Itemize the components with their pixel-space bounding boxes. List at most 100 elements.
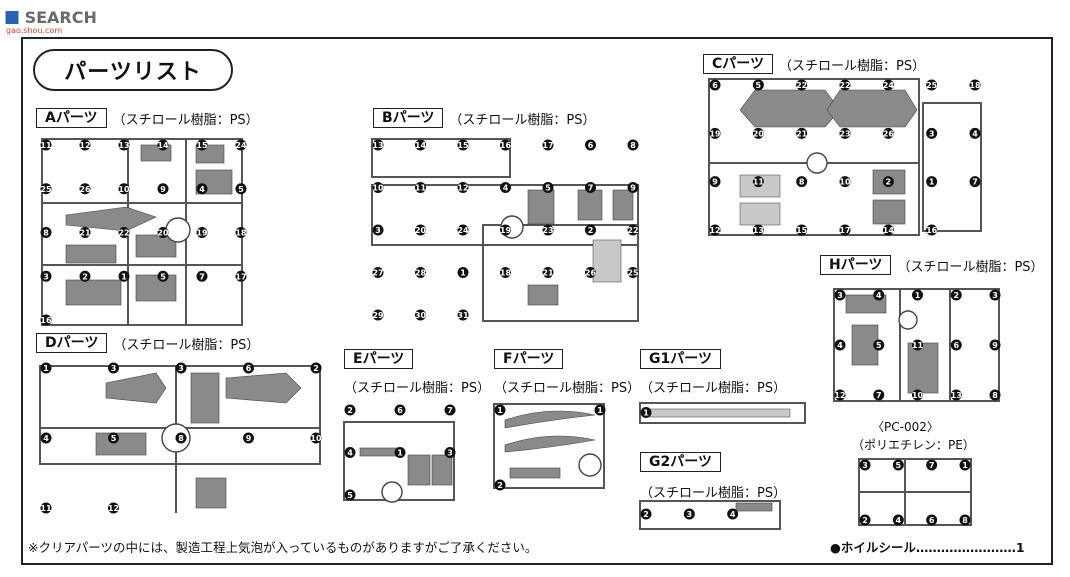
- part-number-marker: 3: [859, 459, 871, 471]
- part-number-marker: 4: [40, 432, 52, 444]
- part-number: 26: [883, 129, 895, 138]
- part-number-marker: 3: [926, 127, 938, 139]
- part-number-marker: 2: [585, 224, 596, 236]
- part-number: 4: [972, 129, 978, 138]
- part-number-marker: 11: [753, 176, 764, 188]
- part-number: 6: [712, 81, 718, 90]
- part-number: 4: [347, 449, 353, 458]
- section-c-material: （スチロール樹脂：PS）: [779, 58, 926, 74]
- part-number: 4: [730, 510, 736, 519]
- section-b-material: （スチロール樹脂：PS）: [449, 112, 596, 128]
- part-number-marker: 8: [40, 227, 52, 238]
- part-number-marker: 18: [235, 227, 247, 238]
- part-number-marker: 26: [585, 267, 596, 278]
- part-number: 12: [709, 226, 720, 235]
- part-number: 15: [457, 141, 469, 150]
- part-number-marker: 7: [926, 459, 938, 471]
- part-number-marker: 23: [839, 127, 851, 139]
- part-number: 7: [876, 391, 882, 400]
- part-number-marker: 12: [108, 502, 119, 514]
- part-number: 17: [839, 226, 850, 235]
- section-h-material: （スチロール樹脂：PS）: [897, 259, 1044, 275]
- part-number: 10: [118, 185, 130, 194]
- part-number: 2: [347, 406, 353, 415]
- part-number-marker: 4: [196, 183, 208, 195]
- part-number-marker: 4: [344, 447, 356, 458]
- part-number-marker: 7: [873, 389, 885, 401]
- part-number-marker: 1: [494, 404, 506, 416]
- part-number-marker: 7: [196, 270, 208, 282]
- part-number-marker: 6: [709, 79, 721, 91]
- section-a-label: Aパーツ: [36, 108, 107, 128]
- part-number-marker: 5: [752, 79, 764, 91]
- part-number: 14: [157, 141, 169, 150]
- part-number: 10: [912, 391, 924, 400]
- part-number: 28: [415, 269, 427, 278]
- section-h-header: Hパーツ （スチロール樹脂：PS）: [820, 255, 1044, 275]
- part-number-marker: 9: [709, 176, 721, 188]
- part-number: 4: [43, 434, 49, 443]
- part-number: 5: [545, 184, 551, 193]
- part-number: 3: [992, 291, 998, 300]
- part-number: 4: [876, 291, 882, 300]
- part-number: 2: [862, 516, 868, 525]
- part-number: 13: [753, 226, 764, 235]
- part-number: 1: [460, 269, 466, 278]
- part-number: 14: [415, 141, 427, 150]
- part-number: 16: [40, 316, 52, 325]
- part-number: 3: [862, 461, 868, 470]
- part-number-marker: 4: [727, 508, 739, 520]
- part-number: 14: [883, 226, 895, 235]
- part-number-marker: 13: [753, 224, 764, 236]
- part-number-marker: 11: [415, 182, 426, 193]
- part-number: 25: [40, 185, 52, 194]
- part-number-marker: 6: [243, 362, 254, 374]
- section-g2-label: G2パーツ: [640, 452, 721, 472]
- section-pc-material: （ポリエチレン：PE）: [852, 438, 975, 452]
- part-number: 8: [630, 141, 636, 150]
- part-number-marker: 2: [950, 289, 962, 301]
- part-number: 24: [883, 81, 895, 90]
- part-number: 8: [799, 178, 805, 187]
- section-g2-header: G2パーツ: [640, 452, 721, 472]
- part-number-marker: 19: [500, 224, 511, 236]
- section-d-material: （スチロール樹脂：PS）: [113, 337, 260, 353]
- part-number: 3: [111, 364, 117, 373]
- part-number: 20: [157, 229, 169, 238]
- part-number: 3: [178, 364, 184, 373]
- part-number-marker: 31: [457, 309, 469, 321]
- part-number: 2: [588, 226, 594, 235]
- part-number-marker: 1: [457, 267, 469, 278]
- part-number-marker: 3: [834, 289, 846, 301]
- part-number-marker: 20: [157, 227, 169, 238]
- part-number-marker: 21: [79, 227, 91, 238]
- part-number: 1: [497, 406, 503, 415]
- part-number-marker: 11: [912, 339, 923, 351]
- part-number-marker: 17: [542, 139, 554, 151]
- part-number-marker: 3: [989, 289, 1001, 301]
- watermark-site: gao.shou.com: [6, 26, 63, 35]
- part-number-marker: 4: [969, 127, 981, 139]
- part-number-marker: 3: [683, 508, 695, 520]
- page-frame: [21, 37, 1053, 565]
- part-number: 9: [992, 341, 998, 350]
- part-number-marker: 16: [500, 139, 511, 151]
- part-number: 6: [588, 141, 594, 150]
- part-number: 3: [447, 449, 453, 458]
- part-number-marker: 1: [594, 404, 606, 416]
- part-number: 9: [630, 184, 636, 193]
- part-number: 31: [457, 311, 469, 320]
- part-number-marker: 3: [40, 270, 52, 282]
- part-number-marker: 28: [415, 267, 427, 278]
- part-number-marker: 21: [796, 127, 808, 139]
- part-number: 1: [597, 406, 603, 415]
- part-number-marker: 8: [796, 176, 808, 188]
- part-number-marker: 8: [959, 514, 971, 526]
- part-number: 12: [79, 141, 90, 150]
- part-number-marker: 12: [709, 224, 721, 236]
- part-number: 17: [235, 272, 246, 281]
- part-number: 12: [457, 184, 468, 193]
